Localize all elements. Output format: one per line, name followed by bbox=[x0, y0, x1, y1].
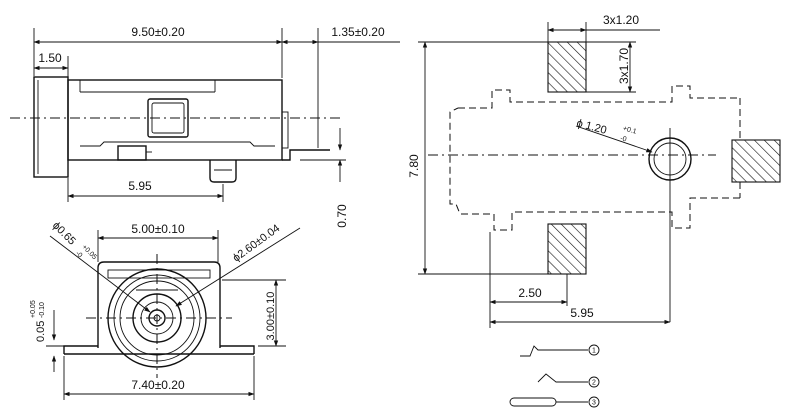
pin-1-circle bbox=[588, 344, 600, 356]
side-view-body bbox=[33, 76, 330, 183]
svg-text:+0.05: +0.05 bbox=[30, 300, 37, 318]
dim-tail-extension: 1.35±0.20 bbox=[331, 25, 385, 39]
svg-text:ϕ 1.20: ϕ 1.20 bbox=[575, 117, 608, 137]
pin-legend-1: 1 bbox=[520, 344, 600, 357]
label-bore-diameter: ϕ2.60±0.04 bbox=[231, 222, 283, 264]
pin-3-sleeve bbox=[509, 397, 557, 407]
pad-right bbox=[731, 139, 781, 183]
front-view-body bbox=[63, 261, 255, 368]
pin-2-circle bbox=[588, 376, 600, 388]
label-hole-diameter: ϕ0.65 +0.05 -0 bbox=[50, 220, 98, 262]
label-base-offset: 0.05 +0.05 -0.10 bbox=[30, 300, 47, 342]
pin-legend-2: 2 bbox=[537, 373, 600, 388]
label-footprint-hole: ϕ 1.20 +0.1 -0 bbox=[575, 117, 637, 143]
dim-height-offset: 0.70 bbox=[335, 204, 349, 228]
svg-text:+0.1: +0.1 bbox=[622, 125, 637, 135]
dim-hole-offset: 5.95 bbox=[570, 306, 594, 320]
dim-front-flange: 1.50 bbox=[38, 51, 62, 65]
dim-pin-spacing: 5.00±0.10 bbox=[131, 222, 185, 236]
front-view: ϕ0.65 +0.05 -0 ϕ2.60±0.04 5.00±0.10 3.00… bbox=[30, 220, 301, 400]
svg-text:3: 3 bbox=[592, 400, 596, 407]
dim-overall-length: 9.50±0.20 bbox=[131, 25, 185, 39]
dim-pad-height: 3x1.70 bbox=[617, 48, 631, 84]
svg-text:-0.10: -0.10 bbox=[39, 302, 46, 318]
pin-3-circle bbox=[588, 396, 600, 408]
dim-center-height: 3.00±0.10 bbox=[265, 292, 277, 341]
footprint-outline bbox=[449, 85, 740, 231]
dim-overall-height: 7.80 bbox=[407, 154, 421, 178]
pad-top bbox=[547, 41, 587, 93]
svg-text:+0.05: +0.05 bbox=[80, 244, 98, 262]
dim-overall-width: 7.40±0.20 bbox=[131, 378, 185, 392]
svg-text:-0: -0 bbox=[74, 250, 83, 259]
pad-bottom bbox=[547, 223, 587, 275]
pin-legend: 1 2 3 bbox=[509, 344, 600, 408]
dim-pad-offset: 2.50 bbox=[518, 286, 542, 300]
dim-pad-size: 3x1.20 bbox=[603, 13, 639, 27]
svg-text:ϕ0.65: ϕ0.65 bbox=[50, 220, 78, 248]
svg-text:1: 1 bbox=[592, 348, 596, 355]
side-view: 9.50±0.20 1.50 1.35±0.20 5.95 0.70 bbox=[10, 25, 400, 228]
pcb-footprint: ϕ 1.20 +0.1 -0 3x1.20 3x1.70 7.80 2.50 5… bbox=[407, 13, 781, 328]
pin-legend-3: 3 bbox=[509, 396, 600, 408]
svg-text:2: 2 bbox=[592, 380, 596, 387]
svg-text:-0: -0 bbox=[619, 135, 627, 143]
svg-text:0.05: 0.05 bbox=[35, 321, 47, 342]
dim-pin-offset: 5.95 bbox=[128, 179, 152, 193]
